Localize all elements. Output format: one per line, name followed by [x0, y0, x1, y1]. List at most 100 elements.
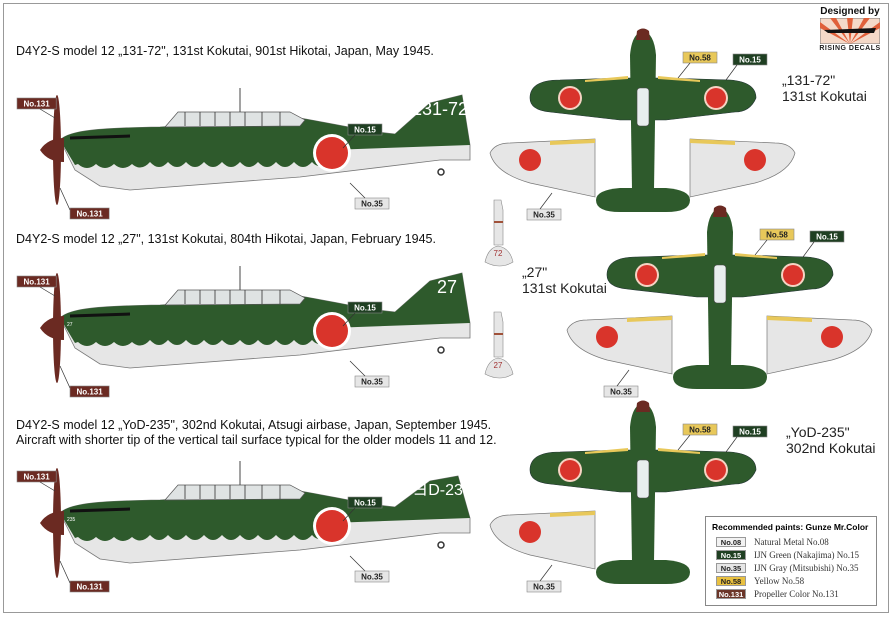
label-green-box	[347, 301, 383, 314]
label-gray: No.35	[361, 378, 383, 387]
label-yellow: No.58	[689, 54, 711, 63]
tailplane	[596, 560, 690, 584]
hinomaru	[744, 149, 766, 171]
tailplane	[596, 188, 690, 212]
legend-item: No.58 Yellow No.58	[716, 574, 876, 587]
nose-code: 235	[67, 517, 76, 523]
brand-text: RISING DECALS	[819, 45, 881, 52]
paint-name: Yellow No.58	[754, 575, 805, 586]
topview-1-title: „131-72"	[782, 72, 836, 88]
yellow-leading-edge	[585, 448, 700, 454]
hinomaru	[706, 88, 726, 108]
hinomaru	[519, 149, 541, 171]
leader-line	[59, 560, 71, 584]
topview-1-label: „131-72"131st Kokutai	[782, 72, 867, 104]
paint-name: Natural Metal No.08	[754, 536, 829, 547]
underwing-right	[689, 138, 796, 198]
topview-2-title: „27"	[522, 264, 548, 280]
topview-1-unit: 131st Kokutai	[782, 88, 867, 104]
label-green: No.15	[816, 233, 838, 242]
profile-3-caption: D4Y2-S model 12 „YoD-235", 302nd Kokutai…	[16, 418, 492, 432]
spinner-top	[713, 205, 727, 217]
label-gray-box	[354, 570, 390, 583]
legend-item: No.35 IJN Gray (Mitsubishi) No.35	[716, 561, 876, 574]
paint-swatch: No.35	[716, 562, 746, 573]
hinomaru	[316, 510, 348, 542]
label-propeller-top-box	[16, 470, 57, 483]
label-green-box	[732, 53, 768, 66]
legend-title: Recommended paints: Gunze Mr.Color	[712, 522, 869, 532]
paint-name: IJN Gray (Mitsubishi) No.35	[754, 562, 859, 573]
label-green-box	[732, 425, 768, 438]
underwing-right	[766, 315, 873, 375]
label-propeller-top: No.131	[23, 473, 50, 482]
rudder-stripe	[494, 333, 503, 335]
canopy-top	[713, 264, 727, 304]
rudder-code: 27	[494, 361, 503, 370]
leader-line	[677, 62, 691, 79]
paint-swatch: No.58	[716, 575, 746, 586]
underwing-left	[489, 510, 596, 570]
label-gray: No.35	[361, 573, 383, 582]
label-green: No.15	[354, 499, 376, 508]
exhaust	[69, 312, 131, 318]
label-green: No.15	[354, 304, 376, 313]
label-propeller-bottom-box	[69, 207, 110, 220]
spinner	[40, 511, 64, 535]
leader-line	[39, 108, 56, 119]
tailplane	[673, 365, 767, 389]
yellow-leading-edge	[585, 76, 700, 82]
topview-2-unit: 131st Kokutai	[522, 280, 607, 296]
label-propeller-bottom-box	[69, 580, 110, 593]
wing-underside	[489, 138, 596, 198]
fuselage-green-upper	[60, 476, 470, 541]
exhaust	[69, 134, 131, 140]
legend-item: No.131 Propeller Color No.131	[716, 587, 876, 600]
sheet-border	[3, 3, 889, 613]
wing-underside	[689, 138, 796, 198]
fuselage-green-upper	[60, 95, 470, 168]
label-gray-box	[526, 580, 562, 593]
label-yellow-box	[682, 51, 718, 64]
fuselage-green-upper	[60, 273, 470, 346]
hinomaru	[706, 460, 726, 480]
yellow-strip	[550, 511, 595, 517]
paint-swatch: No.131	[716, 588, 746, 599]
label-gray-box	[603, 385, 639, 398]
profile-3-caption-note: Aircraft with shorter tip of the vertica…	[16, 433, 497, 447]
leader-line	[342, 134, 356, 149]
label-gray-box	[354, 197, 390, 210]
yellow-strip	[767, 316, 812, 322]
canopy	[164, 289, 306, 306]
leader-line	[59, 365, 71, 389]
spinner-top	[636, 28, 650, 40]
label-propeller-bottom: No.131	[76, 210, 103, 219]
spinner	[40, 316, 64, 340]
leader-line	[754, 239, 768, 256]
label-gray-box	[354, 375, 390, 388]
rudder-view: 27	[484, 311, 514, 379]
hinomaru	[316, 315, 348, 347]
underwing-left	[566, 315, 673, 375]
label-gray-box	[526, 208, 562, 221]
topview-3-unit: 302nd Kokutai	[786, 440, 876, 456]
hinomaru	[821, 326, 843, 348]
tail-code: 27	[437, 277, 457, 297]
profile-2-caption: D4Y2-S model 12 „27", 131st Kokutai, 804…	[16, 232, 436, 246]
leader-line	[39, 286, 56, 297]
leader-line	[725, 64, 738, 81]
leader-line	[39, 481, 56, 492]
yellow-strip	[550, 139, 595, 145]
paint-name: Propeller Color No.131	[754, 588, 839, 599]
leader-line	[539, 192, 553, 210]
tail-underside	[484, 245, 514, 267]
hinomaru	[316, 137, 348, 169]
label-gray: No.35	[610, 388, 632, 397]
label-gray: No.35	[533, 211, 555, 220]
